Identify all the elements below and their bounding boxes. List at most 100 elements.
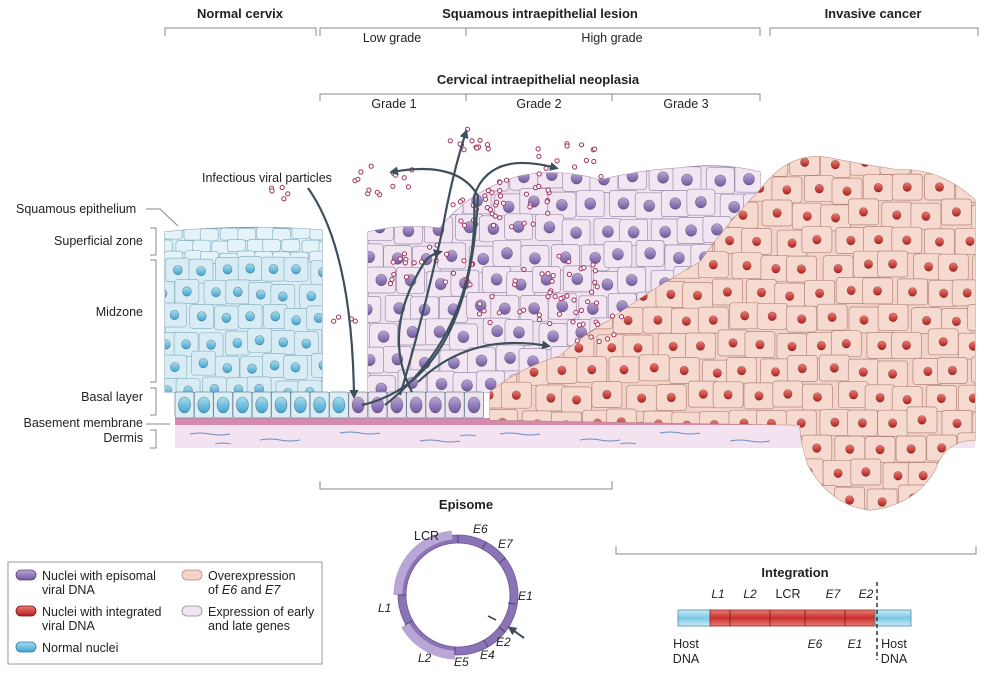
normal-midzone-nucleus (221, 312, 232, 323)
cancer-nucleus (938, 337, 948, 347)
legend-expression-2: and late genes (208, 619, 290, 633)
cancer-nucleus (797, 314, 807, 324)
cancer-nucleus (756, 287, 766, 298)
cancer-nucleus (962, 288, 972, 298)
cancer-nucleus (833, 263, 843, 274)
lesion-nucleus (402, 224, 415, 238)
normal-midzone-nucleus (301, 338, 312, 349)
viral-particle (391, 271, 397, 277)
normal-midzone-cell (165, 281, 175, 306)
viral-particle (285, 191, 291, 197)
viral-particle (570, 319, 576, 325)
episome-e2: E2 (496, 635, 511, 649)
cancer-nucleus (668, 341, 678, 352)
cancer-nucleus (666, 392, 676, 403)
cancer-cell (502, 487, 534, 510)
viral-particle (535, 146, 541, 152)
cancer-nucleus (783, 389, 793, 399)
cancer-nucleus (787, 341, 797, 352)
viral-particle (594, 300, 600, 306)
lesion-nucleus (643, 199, 656, 212)
viral-particle (403, 274, 409, 280)
normal-midzone-nucleus (196, 266, 206, 277)
cancer-cell (578, 463, 610, 491)
episomal-nucleus (467, 396, 481, 414)
episome-diagram: LCR E6 E7 E1 E2 E4 E5 L2 L1 (378, 522, 533, 669)
viral-particle (604, 336, 611, 342)
cancer-nucleus (907, 287, 917, 297)
lesion-nucleus (529, 252, 541, 265)
cancer-nucleus (906, 444, 916, 454)
cancer-nucleus (756, 498, 766, 508)
normal-midzone-nucleus (165, 339, 171, 350)
normal-midzone-cell (345, 327, 369, 351)
cancer-nucleus (679, 468, 689, 478)
cancer-nucleus (526, 469, 536, 480)
cancer-nucleus (740, 311, 750, 321)
lesion-nucleus (347, 225, 358, 237)
normal-midzone-nucleus (291, 264, 301, 275)
cancer-nucleus (830, 159, 840, 170)
viral-particle (457, 199, 463, 205)
lesion-cell (368, 322, 371, 350)
cancer-nucleus (529, 367, 539, 378)
lesion-nucleus (433, 325, 446, 338)
viral-particle (336, 314, 342, 320)
viral-particle (427, 244, 433, 250)
cancer-nucleus (890, 156, 900, 167)
normal-midzone-nucleus (277, 291, 288, 302)
integration-title: Integration (761, 565, 828, 580)
viral-particle (544, 199, 550, 205)
viral-particle (592, 268, 598, 274)
cancer-nucleus (968, 341, 975, 351)
lesion-nucleus (375, 382, 388, 392)
cancer-cell (987, 178, 1000, 204)
cancer-nucleus (616, 472, 626, 482)
legend-normal: Normal nuclei (42, 641, 118, 655)
cancer-nucleus (833, 468, 843, 479)
normal-nucleus (236, 396, 249, 414)
episomal-nucleus (448, 396, 462, 414)
cancer-nucleus (604, 496, 614, 507)
viral-particle (566, 259, 572, 265)
viral-particle (592, 279, 598, 285)
cancer-nucleus (841, 338, 851, 349)
cancer-cell (490, 459, 494, 487)
cancer-nucleus (742, 260, 752, 271)
viral-particle (591, 158, 597, 165)
viral-particle (411, 260, 417, 266)
normal-midzone-nucleus (291, 315, 302, 326)
cancer-nucleus (892, 210, 902, 220)
cancer-nucleus (546, 393, 556, 403)
cancer-cell (921, 489, 953, 510)
viral-particle (545, 294, 551, 300)
viral-particle (450, 202, 456, 208)
lesion-nucleus (477, 253, 490, 266)
lesion-nucleus (556, 199, 568, 212)
lesion-nucleus (714, 174, 727, 187)
cancer-nucleus (812, 234, 822, 245)
normal-midzone-nucleus (233, 286, 243, 297)
cancer-cell (771, 488, 803, 510)
normal-midzone-cell (310, 353, 322, 378)
cancer-nucleus (728, 446, 738, 456)
viral-particle (556, 253, 562, 259)
cancer-nucleus (932, 498, 942, 509)
viral-particle (573, 309, 579, 316)
lesion-nucleus (377, 330, 390, 343)
normal-cervix-label: Normal cervix (197, 6, 284, 21)
legend-integrated-swatch (15, 605, 37, 617)
viral-particle (450, 270, 457, 276)
cancer-nucleus (772, 520, 780, 529)
viral-particle (387, 281, 393, 287)
cancer-nucleus (924, 524, 932, 533)
cancer-nucleus (681, 316, 691, 326)
integration-e1: E1 (848, 637, 863, 651)
viral-particle (536, 312, 542, 318)
normal-midzone-nucleus (269, 360, 280, 371)
cancer-nucleus (692, 290, 702, 301)
layer-brackets (146, 227, 170, 449)
cancer-nucleus (767, 470, 777, 481)
integration-l1: L1 (711, 587, 724, 601)
grade3-label: Grade 3 (663, 97, 708, 111)
